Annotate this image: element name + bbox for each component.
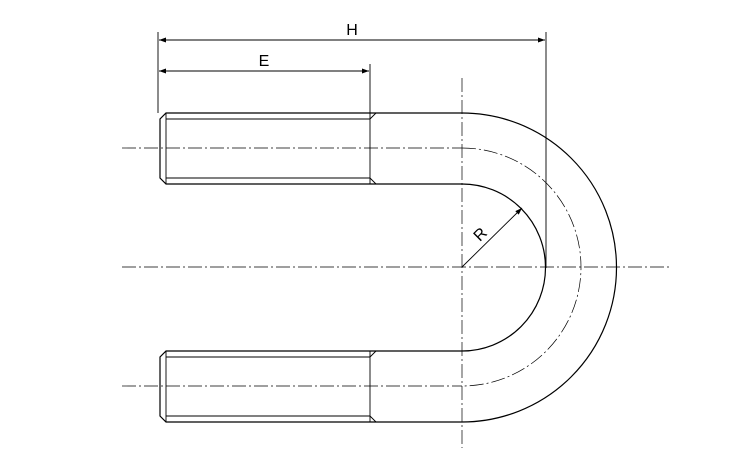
- upper-leg-outline: [159, 112, 462, 185]
- outer-bend-arc: [461, 112, 618, 423]
- e-label: E: [259, 53, 270, 70]
- dimension-h: H: [157, 22, 547, 268]
- inner-bend-arc: [461, 183, 547, 352]
- dimension-r: R: [461, 207, 523, 268]
- lower-thread-runout-top: [369, 350, 377, 358]
- lower-thread-runout-bottom: [369, 415, 377, 423]
- dimension-e: E: [159, 53, 371, 113]
- centerlines: [122, 78, 672, 448]
- h-label: H: [346, 22, 358, 39]
- upper-thread-runout-bottom: [369, 177, 377, 185]
- upper-thread-runout-top: [369, 112, 377, 120]
- bend-centerline-arc: [461, 147, 582, 387]
- u-bolt-body: [159, 112, 618, 423]
- threads: [165, 112, 377, 423]
- lower-leg-outline: [159, 350, 462, 423]
- r-leader-line: [461, 207, 523, 268]
